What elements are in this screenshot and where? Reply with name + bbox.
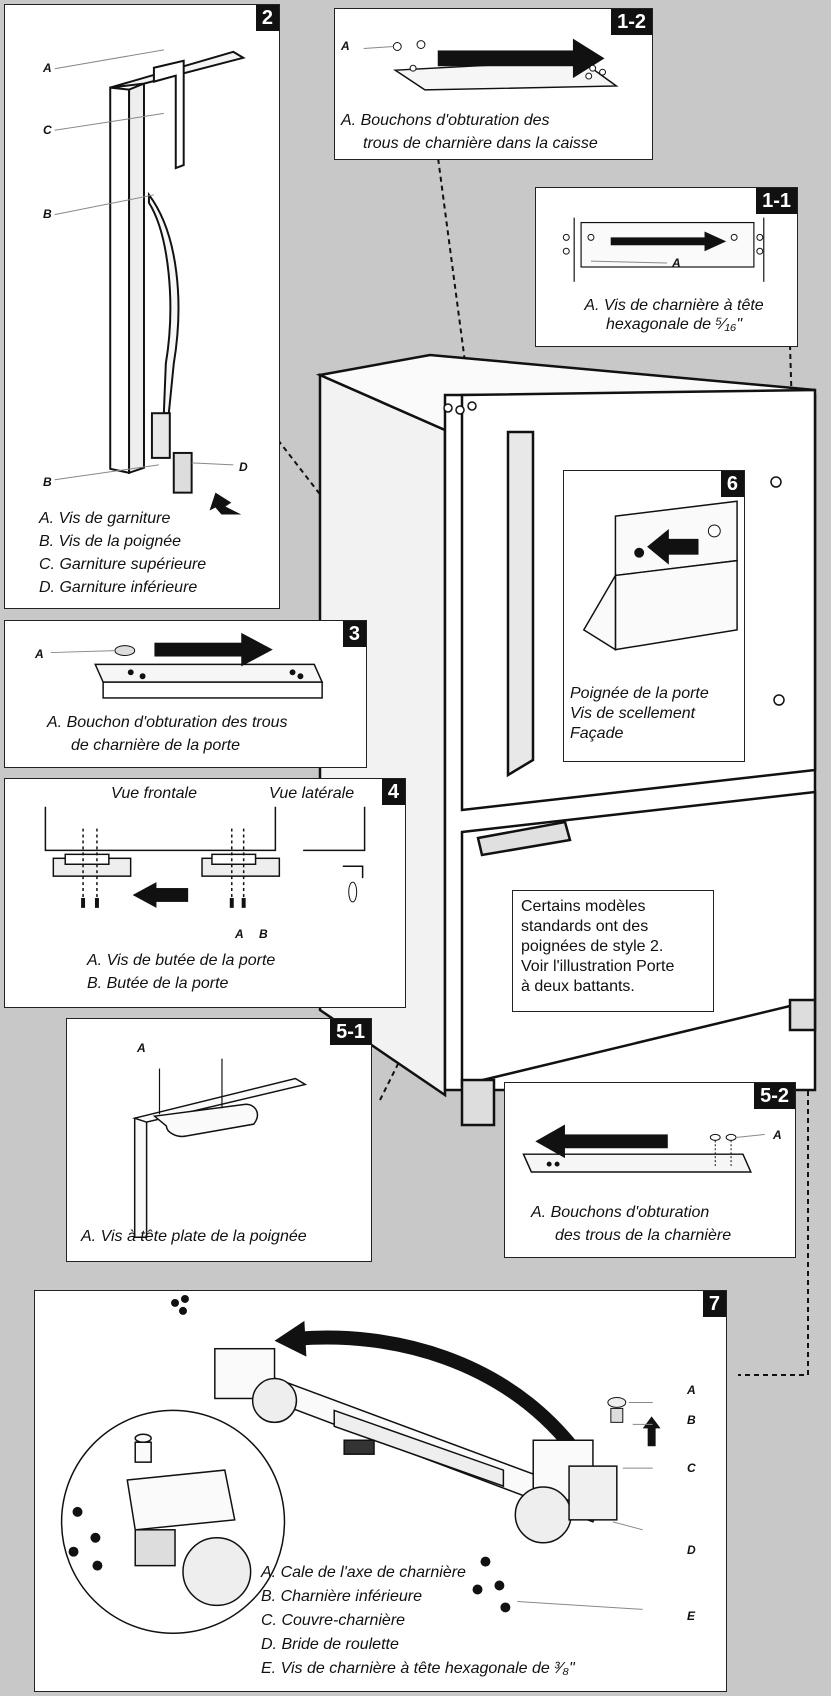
- label-a: A: [43, 61, 52, 75]
- label-d: D: [239, 460, 248, 474]
- handle-trim-drawing: [54, 49, 246, 515]
- legend-item: A. Vis de garniture: [39, 510, 171, 527]
- label-d: D: [687, 1543, 696, 1557]
- legend-item: B. Vis de la poignée: [39, 533, 182, 550]
- legend: A. Bouchons d'obturation des trous de ch…: [341, 109, 598, 155]
- panel-badge: 7: [702, 1291, 726, 1317]
- label-a: A: [687, 1383, 696, 1397]
- door-plugs-drawing: [50, 632, 324, 699]
- label-b: B: [687, 1413, 696, 1427]
- legend-item: A. Vis à tête plate de la poignée: [81, 1228, 307, 1245]
- legend: A. Vis de charnière à tête hexagonale de…: [564, 296, 784, 334]
- legend-item: D. Garniture inférieure: [39, 579, 198, 596]
- label-a: A: [137, 1041, 146, 1055]
- legend-item: A. Vis de butée de la porte: [87, 952, 276, 969]
- legend: A. Bouchons d'obturation des trous de la…: [531, 1201, 731, 1247]
- legend-item: hexagonale de ⁵⁄₁₆": [606, 316, 742, 333]
- side-view-caption: Vue latérale: [269, 785, 355, 802]
- note-line: Certains modèles: [521, 898, 646, 915]
- panel-badge: 1-2: [611, 9, 652, 35]
- panel-1-1-hinge-screws: 1-1 A A. Vis de charnière à tête hexagon…: [535, 187, 798, 347]
- legend-item: Façade: [570, 725, 624, 742]
- legend: A. Vis de butée de la porte B. Butée de …: [87, 949, 275, 995]
- note-line: Voir l'illustration Porte: [521, 958, 675, 975]
- legend-item: C. Garniture supérieure: [39, 556, 207, 573]
- legend-item: A. Bouchons d'obturation: [531, 1204, 710, 1221]
- bottom-hinge-drawing: [60, 1294, 661, 1635]
- front-view-caption: Vue frontale: [111, 785, 197, 802]
- label-a: A: [35, 647, 44, 661]
- panel-badge: 3: [342, 621, 366, 647]
- note-line: standards ont des: [521, 918, 649, 935]
- legend-item: C. Couvre-charnière: [261, 1612, 406, 1629]
- legend: A. Bouchon d'obturation des trous de cha…: [47, 711, 288, 757]
- label-b: B: [43, 207, 52, 221]
- label-a: A: [235, 927, 244, 941]
- legend: A. Vis à tête plate de la poignée: [81, 1225, 307, 1248]
- legend-item: A. Bouchons d'obturation des: [341, 112, 550, 129]
- label-a: A: [773, 1128, 782, 1142]
- flat-head-screw-drawing: [132, 1058, 308, 1238]
- legend-item: trous de charnière dans la caisse: [363, 135, 598, 152]
- panel-4-door-stop: 4 Vue frontale Vue latérale A B A. Vis d…: [4, 778, 406, 1008]
- panel-7-bottom-hinge: 7 A B C: [34, 1290, 727, 1692]
- models-note: Certains modèles standards ont des poign…: [512, 890, 714, 1012]
- panel-6-handle-seal-screw: 6 Poignée de la porte Vis de scellement …: [563, 470, 745, 762]
- legend-item: E. Vis de charnière à tête hexagonale de…: [261, 1660, 575, 1677]
- panel-2-handle-trim: 2 A C B B D A. Vis de garniture B. Vis d…: [4, 4, 280, 609]
- legend: A. Cale de l'axe de charnière B. Charniè…: [261, 1561, 575, 1681]
- label-c: C: [687, 1461, 696, 1475]
- legend-item: B. Charnière inférieure: [261, 1588, 422, 1605]
- seal-screw-drawing: [582, 500, 738, 651]
- legend-item: Poignée de la porte: [570, 685, 709, 702]
- legend-item: B. Butée de la porte: [87, 975, 229, 992]
- panel-5-2-hinge-plugs: 5-2 A A. Bouchons d'obturation des trous…: [504, 1082, 796, 1258]
- panel-badge: 5-2: [754, 1083, 795, 1109]
- hinge-plugs-drawing: [522, 1124, 765, 1173]
- panel-3-door-plugs: 3 A A. Bouchon d'obturation des trous de…: [4, 620, 367, 768]
- legend-item: Vis de scellement: [570, 705, 696, 722]
- legend: Poignée de la porte Vis de scellement Fa…: [570, 684, 709, 744]
- door-stop-drawing: [44, 806, 366, 908]
- hinge-screws-drawing: [562, 217, 765, 282]
- panel-badge: 6: [720, 471, 744, 497]
- label-e: E: [687, 1609, 696, 1623]
- label-b: B: [259, 927, 268, 941]
- cabinet-plugs-drawing: [363, 38, 619, 91]
- label-b: B: [43, 475, 52, 489]
- label-a: A: [341, 39, 350, 53]
- panel-badge: 5-1: [330, 1019, 371, 1045]
- legend-item: A. Vis de charnière à tête: [584, 297, 764, 314]
- label-c: C: [43, 123, 52, 137]
- panel-badge: 1-1: [756, 188, 797, 214]
- legend: A. Vis de garniture B. Vis de la poignée…: [39, 507, 206, 599]
- legend-item: D. Bride de roulette: [261, 1636, 399, 1653]
- note-line: à deux battants.: [521, 978, 635, 995]
- note-line: poignées de style 2.: [521, 938, 664, 955]
- panel-badge: 4: [381, 779, 405, 805]
- panel-5-1-flat-head-screw: 5-1 A A. Vis à tête plate de la poignée: [66, 1018, 372, 1262]
- panel-badge: 2: [255, 5, 279, 31]
- legend-item: A. Cale de l'axe de charnière: [261, 1564, 466, 1581]
- label-a: A: [672, 256, 681, 270]
- legend-item: A. Bouchon d'obturation des trous: [47, 714, 288, 731]
- panel-1-2-cabinet-plugs: 1-2 A A. Bouchons d'obturation des trous…: [334, 8, 653, 160]
- legend-item: de charnière de la porte: [71, 737, 240, 754]
- legend-item: des trous de la charnière: [555, 1227, 732, 1244]
